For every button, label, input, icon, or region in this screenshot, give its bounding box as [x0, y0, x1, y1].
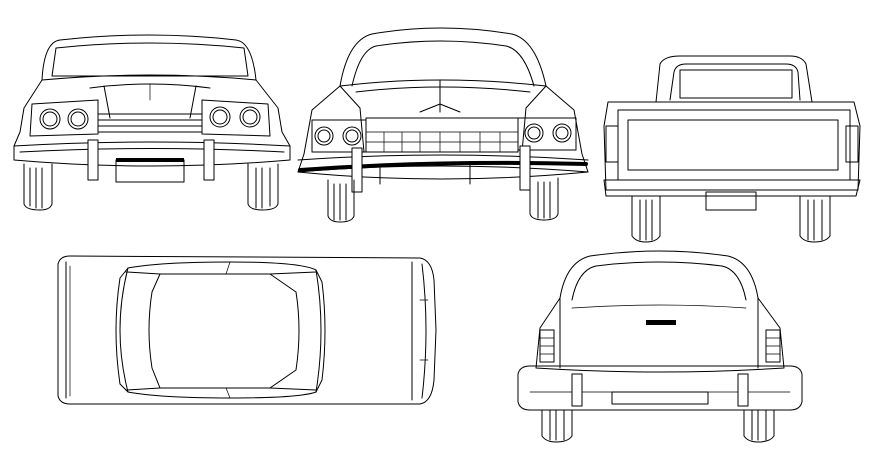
car-front-view-2: [297, 27, 589, 223]
car-top-view: [57, 255, 437, 405]
wagon-rear-view: [517, 250, 803, 443]
pickup-rear-view: [603, 55, 861, 243]
car-front-view-1: [13, 34, 291, 211]
